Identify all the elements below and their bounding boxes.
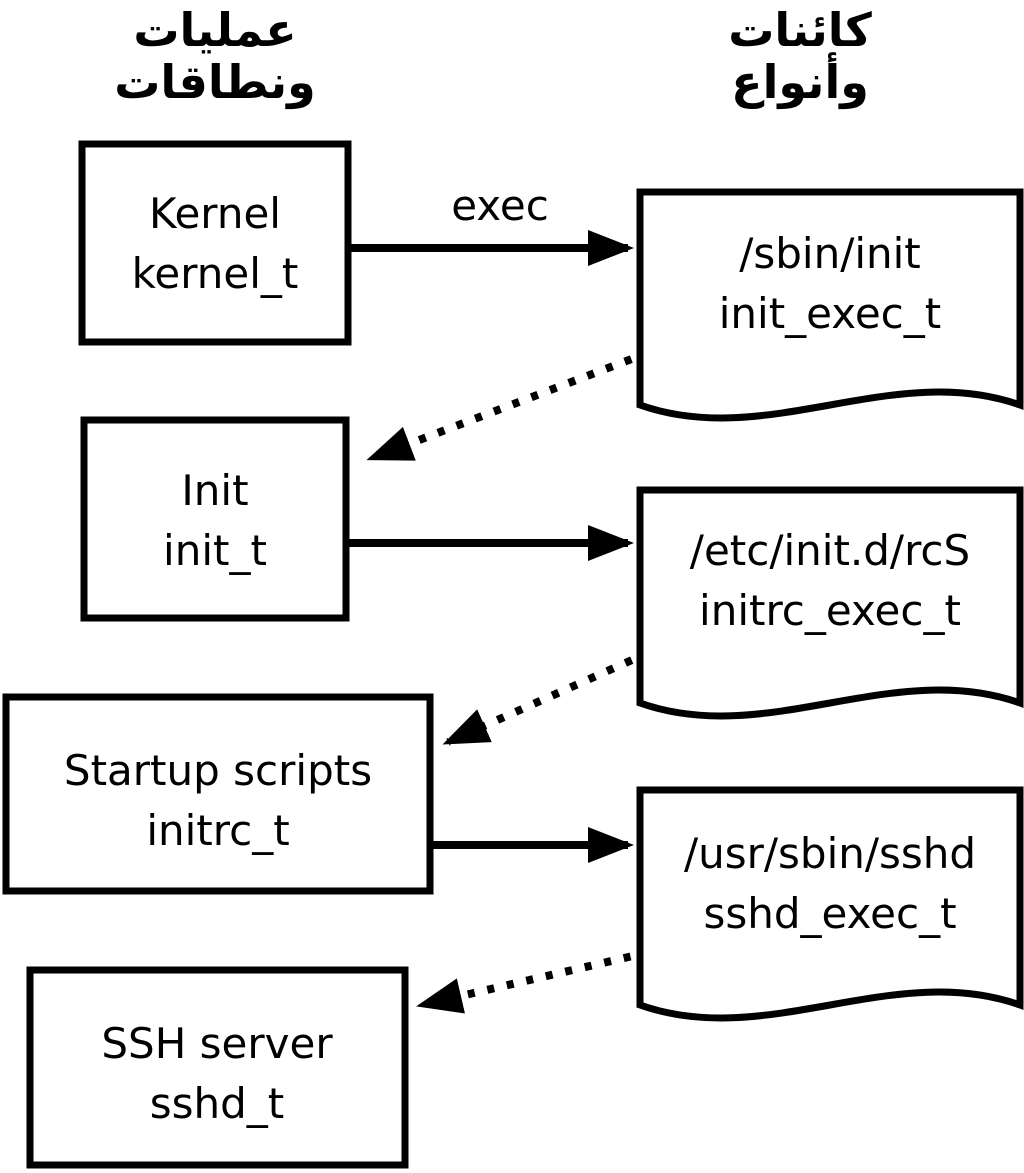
header-objects-line2: وأنواع xyxy=(731,52,869,109)
object-node-usr-sbin-sshd: /usr/sbin/sshd sshd_exec_t xyxy=(636,786,1024,1022)
object-node-usr-sbin-sshd-document xyxy=(636,786,1024,1022)
transition-arrow-sshd-exec-to-ssh-server xyxy=(416,948,651,1014)
object-etc-initd-rcs-type: initrc_exec_t xyxy=(699,586,961,635)
object-node-sbin-init: /sbin/init init_exec_t xyxy=(636,188,1024,422)
process-node-init: Init init_t xyxy=(80,416,350,622)
process-kernel-type: kernel_t xyxy=(132,249,299,298)
column-header-objects: كائنات وأنواع xyxy=(728,3,872,109)
object-usr-sbin-sshd-type: sshd_exec_t xyxy=(703,889,956,938)
process-node-kernel: Kernel kernel_t xyxy=(78,140,352,346)
object-etc-initd-rcs-path: /etc/init.d/rcS xyxy=(690,526,970,575)
process-init-type: init_t xyxy=(163,526,267,575)
transition-arrow-rcs-to-startup-scripts xyxy=(442,648,652,746)
object-sbin-init-type: init_exec_t xyxy=(719,289,942,338)
header-processes-line2: ونطاقات xyxy=(114,55,316,109)
header-processes-line1: عمليات xyxy=(133,3,296,57)
process-node-startup-scripts-box xyxy=(2,693,434,895)
object-node-etc-initd-rcs: /etc/init.d/rcS initrc_exec_t xyxy=(636,486,1024,720)
process-node-ssh-server: SSH server sshd_t xyxy=(26,966,409,1169)
process-startup-scripts-type: initrc_t xyxy=(146,806,289,855)
object-usr-sbin-sshd-path: /usr/sbin/sshd xyxy=(684,829,976,878)
process-node-ssh-server-box xyxy=(26,966,409,1169)
process-node-kernel-box xyxy=(78,140,352,346)
column-header-processes: عمليات ونطاقات xyxy=(114,3,316,109)
object-sbin-init-path: /sbin/init xyxy=(739,229,921,278)
process-ssh-server-type: sshd_t xyxy=(150,1079,285,1128)
process-startup-scripts-name: Startup scripts xyxy=(64,746,372,795)
process-init-name: Init xyxy=(181,466,248,515)
object-node-etc-initd-rcs-document xyxy=(636,486,1024,720)
object-node-sbin-init-document xyxy=(636,188,1024,422)
header-objects-line1: كائنات xyxy=(728,3,872,57)
process-node-startup-scripts: Startup scripts initrc_t xyxy=(2,693,434,895)
process-node-init-box xyxy=(80,416,350,622)
exec-edge-label: exec xyxy=(451,181,549,230)
transition-arrow-sbin-init-to-init xyxy=(366,348,652,462)
process-ssh-server-name: SSH server xyxy=(101,1019,333,1068)
process-kernel-name: Kernel xyxy=(149,189,281,238)
